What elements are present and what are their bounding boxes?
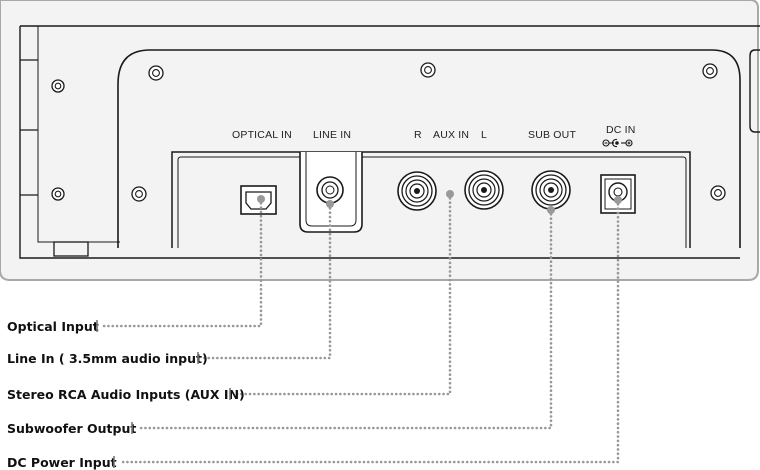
- leader-line-in: [201, 202, 332, 360]
- optical-port-icon: [240, 185, 277, 215]
- callout-subwoofer-output: Subwoofer Output: [7, 421, 136, 436]
- screw-icon: [148, 65, 164, 81]
- rca-left-jack-icon: [464, 170, 504, 210]
- label-dc-in: DC IN: [606, 124, 636, 136]
- screw-icon: [710, 185, 726, 201]
- screw-icon: [420, 62, 436, 78]
- screw-icon: [51, 187, 65, 201]
- leader-dot: [257, 195, 265, 203]
- label-sub-out: SUB OUT: [528, 129, 576, 141]
- sub-out-jack-icon: [531, 170, 571, 210]
- label-aux-r: R: [414, 129, 422, 141]
- leader-dot: [446, 190, 454, 198]
- leader-dot: [547, 206, 555, 214]
- screw-icon: [702, 63, 718, 79]
- lid-edge: [19, 25, 760, 259]
- device-body: [0, 0, 759, 281]
- foot: [53, 241, 89, 257]
- line-in-jack-icon: [299, 152, 363, 233]
- recessed-panel: [117, 49, 741, 248]
- leader-aux: [233, 192, 452, 396]
- rca-right-jack-icon: [397, 171, 437, 211]
- callout-aux-inputs: Stereo RCA Audio Inputs (AUX IN): [7, 387, 245, 402]
- screw-icon: [131, 186, 147, 202]
- leader-dot: [614, 196, 622, 204]
- dc-polarity-icon: [602, 138, 633, 148]
- leader-subwoofer: [135, 208, 553, 430]
- dc-jack-icon: [600, 174, 636, 214]
- label-line-in: LINE IN: [313, 129, 351, 141]
- connector-box-inner: [177, 156, 687, 248]
- screw-icon: [51, 79, 65, 93]
- label-aux-in: AUX IN: [433, 129, 469, 141]
- callout-dc-power-input: DC Power Input: [7, 455, 117, 470]
- leader-optical: [100, 197, 263, 328]
- side-grip: [20, 59, 38, 196]
- label-aux-l: L: [481, 129, 487, 141]
- callout-line-in: Line In ( 3.5mm audio input): [7, 351, 208, 366]
- callout-optical-input: Optical Input: [7, 319, 99, 334]
- label-optical-in: OPTICAL IN: [232, 129, 292, 141]
- lid-edge-inner: [37, 26, 120, 243]
- connector-box: [171, 151, 691, 248]
- right-bracket: [749, 49, 760, 133]
- leader-dot: [326, 200, 334, 208]
- leader-dc: [117, 198, 620, 464]
